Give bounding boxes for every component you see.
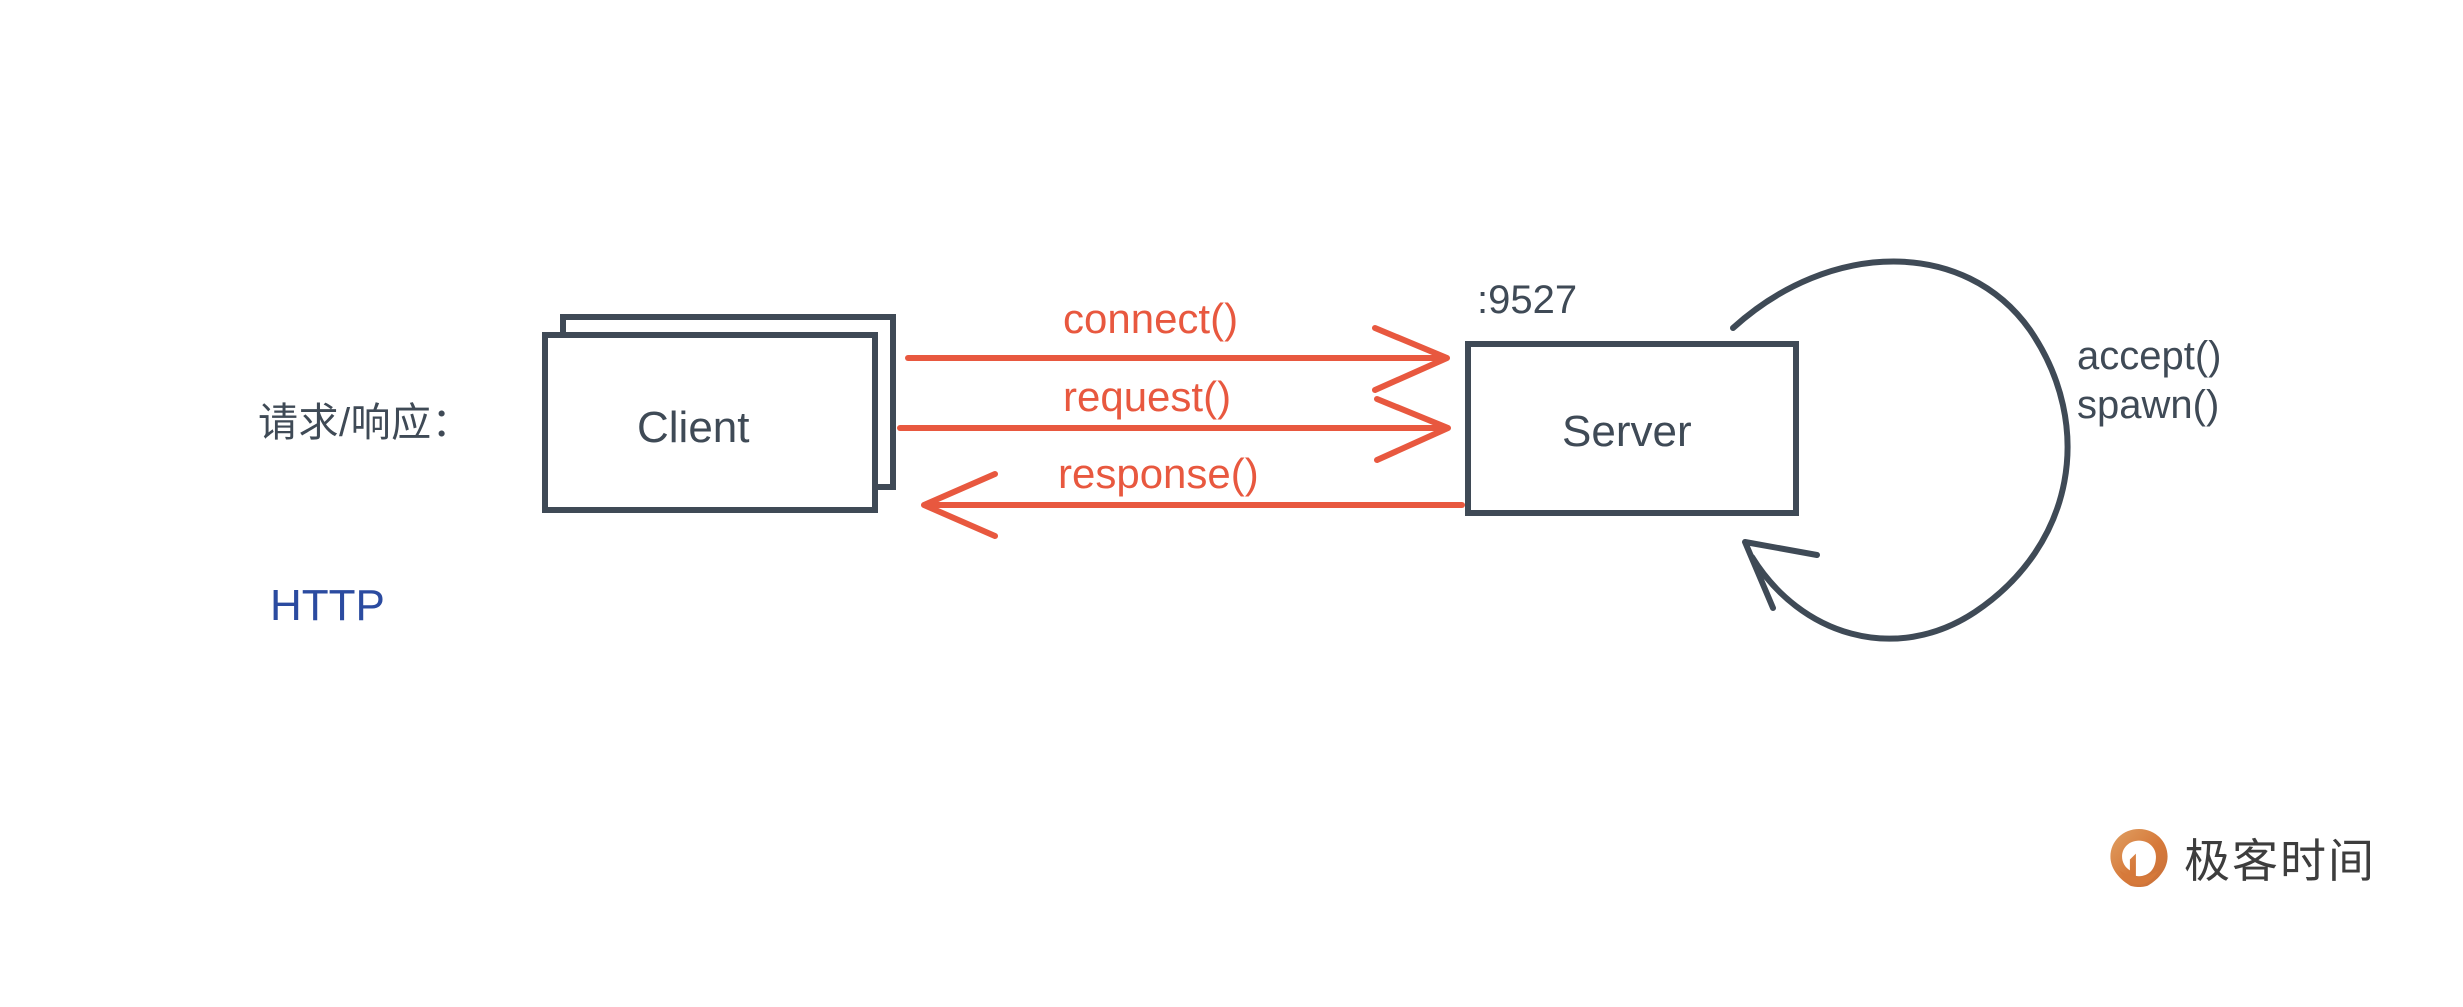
brand-name-text: 极客时间 xyxy=(2184,834,2376,888)
brand-watermark: 极客时间 xyxy=(2108,825,2376,891)
server-node-label: Server xyxy=(1562,407,1692,456)
loop-label-spawn: spawn() xyxy=(2077,383,2220,427)
protocol-label-http: HTTP xyxy=(270,581,385,630)
message-label-request: request() xyxy=(1063,373,1232,420)
message-label-connect: connect() xyxy=(1063,295,1239,342)
client-node-label: Client xyxy=(637,403,750,452)
geektime-pin-icon xyxy=(2110,828,2168,888)
response-arrow xyxy=(921,471,1465,539)
server-loop-arrow xyxy=(1730,258,2071,642)
request-response-label: 请求/响应： xyxy=(258,401,473,445)
server-port-label: :9527 xyxy=(1477,278,1578,322)
server-node-shape xyxy=(1465,341,1799,516)
server-box xyxy=(1465,341,1799,516)
loop-label-accept: accept() xyxy=(2077,334,2222,378)
client-front-sheet xyxy=(542,332,878,513)
connect-arrow xyxy=(905,325,1450,393)
message-label-response: response() xyxy=(1058,450,1259,497)
client-node-shape xyxy=(542,314,896,513)
request-arrow xyxy=(897,396,1451,463)
